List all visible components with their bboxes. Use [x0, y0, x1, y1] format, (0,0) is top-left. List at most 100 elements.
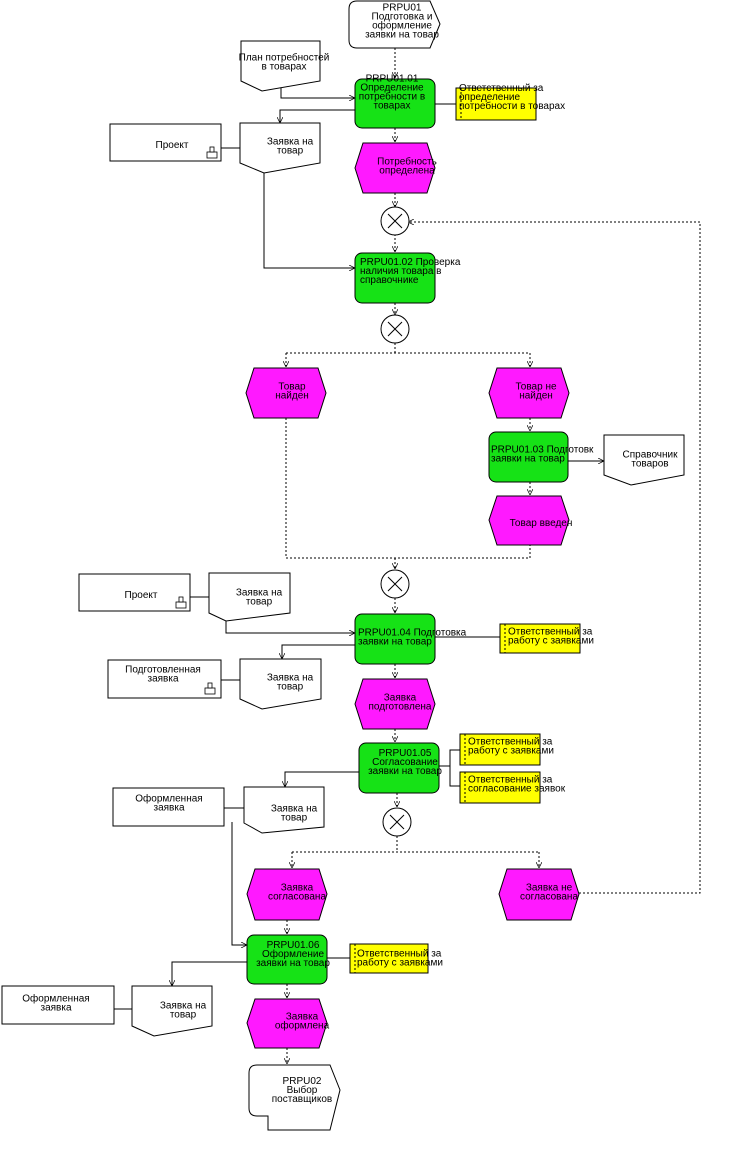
event-formed — [246, 998, 328, 1049]
label-line: потребности в товарах — [459, 100, 565, 112]
role-r101 — [455, 87, 537, 121]
label-line: заявки на товар — [368, 766, 442, 777]
label-line: товар — [277, 682, 304, 693]
label-line: PRPU01.03 Подготовк — [491, 445, 594, 456]
document-request-3 — [239, 658, 322, 710]
process-interface-bottom — [248, 1064, 341, 1131]
label-line: в товарах — [261, 62, 306, 73]
label-line: найден — [275, 391, 309, 402]
role-r105a — [459, 733, 541, 766]
label-line: согласована — [268, 892, 326, 903]
label-line: товарах — [374, 101, 411, 112]
label-line: товар — [281, 813, 308, 824]
label-line: Товар не — [515, 382, 557, 393]
label-line: Ответственный за — [508, 627, 593, 638]
flow-req2-to-f104 — [225, 620, 355, 633]
label-line: товар — [170, 1010, 197, 1021]
function-f105 — [358, 742, 440, 794]
label-line: Ответственный за — [357, 949, 442, 960]
object-formed-1 — [112, 787, 225, 827]
label-line: Товар введен — [510, 518, 573, 529]
connectors — [114, 48, 701, 1064]
label-line: Согласование — [372, 757, 438, 768]
label-line: согласование заявок — [468, 784, 566, 795]
flow-loop-back — [408, 222, 701, 894]
label-line: товар — [246, 597, 273, 608]
label-line: Товар — [278, 382, 306, 393]
label-line: Выбор — [287, 1084, 318, 1096]
label-line: заявка — [153, 803, 184, 814]
label-proj2: Проект — [125, 590, 158, 601]
label-line: Оформленная — [22, 993, 89, 1005]
event-found — [245, 367, 327, 419]
label-line: работу с заявками — [468, 745, 554, 757]
label-line: PRPU01.05 — [379, 748, 432, 759]
label-line: оформление — [372, 20, 432, 32]
object-formed-2 — [1, 985, 115, 1025]
label-line: согласована — [520, 892, 578, 903]
label-line: товар — [277, 146, 304, 157]
label-line: наличия товара в — [360, 266, 442, 277]
flow-req1-to-f102 — [263, 172, 355, 268]
document-request-5 — [131, 985, 213, 1037]
event-need-determined — [354, 142, 436, 194]
label-line: заявки на товар — [256, 958, 330, 969]
label-line: найден — [519, 391, 553, 402]
label-e-entered: Товар введен — [510, 518, 573, 529]
event-not-agreed — [498, 868, 580, 921]
label-line: работу с заявками — [357, 957, 443, 969]
role-r105b — [459, 771, 541, 804]
label-line: товаров — [631, 459, 668, 470]
function-f106 — [246, 934, 328, 985]
flow-f105-to-req4 — [285, 771, 359, 787]
label-line: потребности в — [359, 91, 425, 103]
event-prepared — [354, 678, 436, 730]
label-line: заявки на товар — [358, 637, 432, 648]
flow-f101-to-req1 — [280, 109, 355, 123]
document-plan — [240, 40, 321, 92]
label-line: Ответственный за — [459, 83, 544, 94]
label-line: Ответственный за — [468, 775, 553, 786]
label-line: PRPU01.04 Подготовка — [358, 628, 467, 639]
label-line: оформлена — [275, 1020, 330, 1032]
flow-f106-to-req5 — [172, 961, 247, 986]
label-line: Заявка — [384, 693, 417, 704]
flow-f104-to-req3 — [282, 644, 355, 659]
function-f102 — [354, 252, 436, 304]
label-line: Подготовленная — [125, 665, 201, 676]
label-line: Подготовка и — [372, 12, 433, 23]
label-line: заявки на товар — [365, 30, 439, 41]
label-line: PRPU01.02 Проверка — [360, 257, 461, 268]
role-r104 — [499, 623, 581, 654]
label-line: Заявка на — [267, 137, 314, 148]
label-line: Заявка — [286, 1012, 319, 1023]
flow-plan-to-f101 — [280, 88, 355, 98]
event-agreed — [246, 868, 328, 921]
label-line: Потребность — [377, 156, 437, 168]
object-prepared — [107, 659, 222, 699]
label-line: План потребностей — [239, 52, 330, 64]
